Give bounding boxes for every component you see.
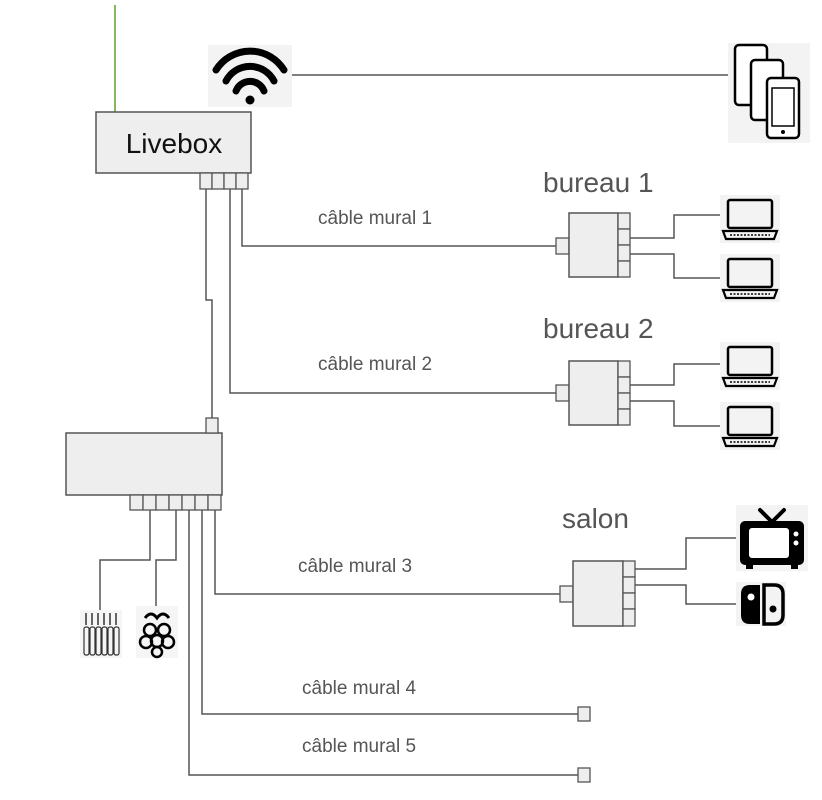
cable-5-plug [577, 767, 591, 783]
wifi-icon [208, 45, 292, 107]
switch [65, 417, 223, 511]
room-label-bureau-1: bureau 1 [543, 167, 654, 198]
bureau-1-switch [555, 212, 631, 278]
livebox-switch-link [205, 189, 213, 418]
tv-link [635, 537, 738, 570]
smartphone-icon [728, 43, 810, 143]
bureau-1-laptop-1-link [630, 214, 720, 239]
radiator-icon [80, 610, 122, 658]
cable-3-line [214, 510, 560, 595]
laptop-icon [720, 254, 780, 302]
cable-4-plug [577, 706, 591, 722]
room-label-salon: salon [562, 503, 629, 534]
cable-1-label: câble mural 1 [318, 208, 432, 229]
livebox-label: Livebox [126, 128, 223, 159]
laptop-icon [720, 342, 780, 390]
livebox-router [95, 111, 252, 190]
cable-5-line [188, 510, 578, 776]
laptop-icon [720, 402, 780, 450]
bureau-1-laptop-2-link [630, 253, 720, 279]
game-console-icon [736, 582, 786, 626]
cable-3-label: câble mural 3 [298, 556, 412, 577]
cable-5-label: câble mural 5 [302, 736, 416, 757]
cable-4-label: câble mural 4 [302, 678, 416, 699]
cable-4-line [201, 510, 578, 715]
room-label-bureau-2: bureau 2 [543, 313, 654, 344]
cable-1-line [241, 189, 556, 247]
cable-2-label: câble mural 2 [318, 354, 432, 375]
heater-link [99, 510, 151, 610]
laptop-icon [720, 195, 780, 243]
raspberry-pi-icon [136, 606, 178, 659]
salon-switch [559, 560, 636, 627]
cable-2-line [229, 189, 556, 394]
tv-icon [736, 505, 808, 571]
console-link [635, 584, 740, 605]
bureau-2-laptop-2-link [630, 400, 720, 427]
bureau-2-switch [555, 360, 631, 426]
raspberry-link [155, 510, 177, 608]
bureau-2-laptop-1-link [630, 363, 720, 386]
